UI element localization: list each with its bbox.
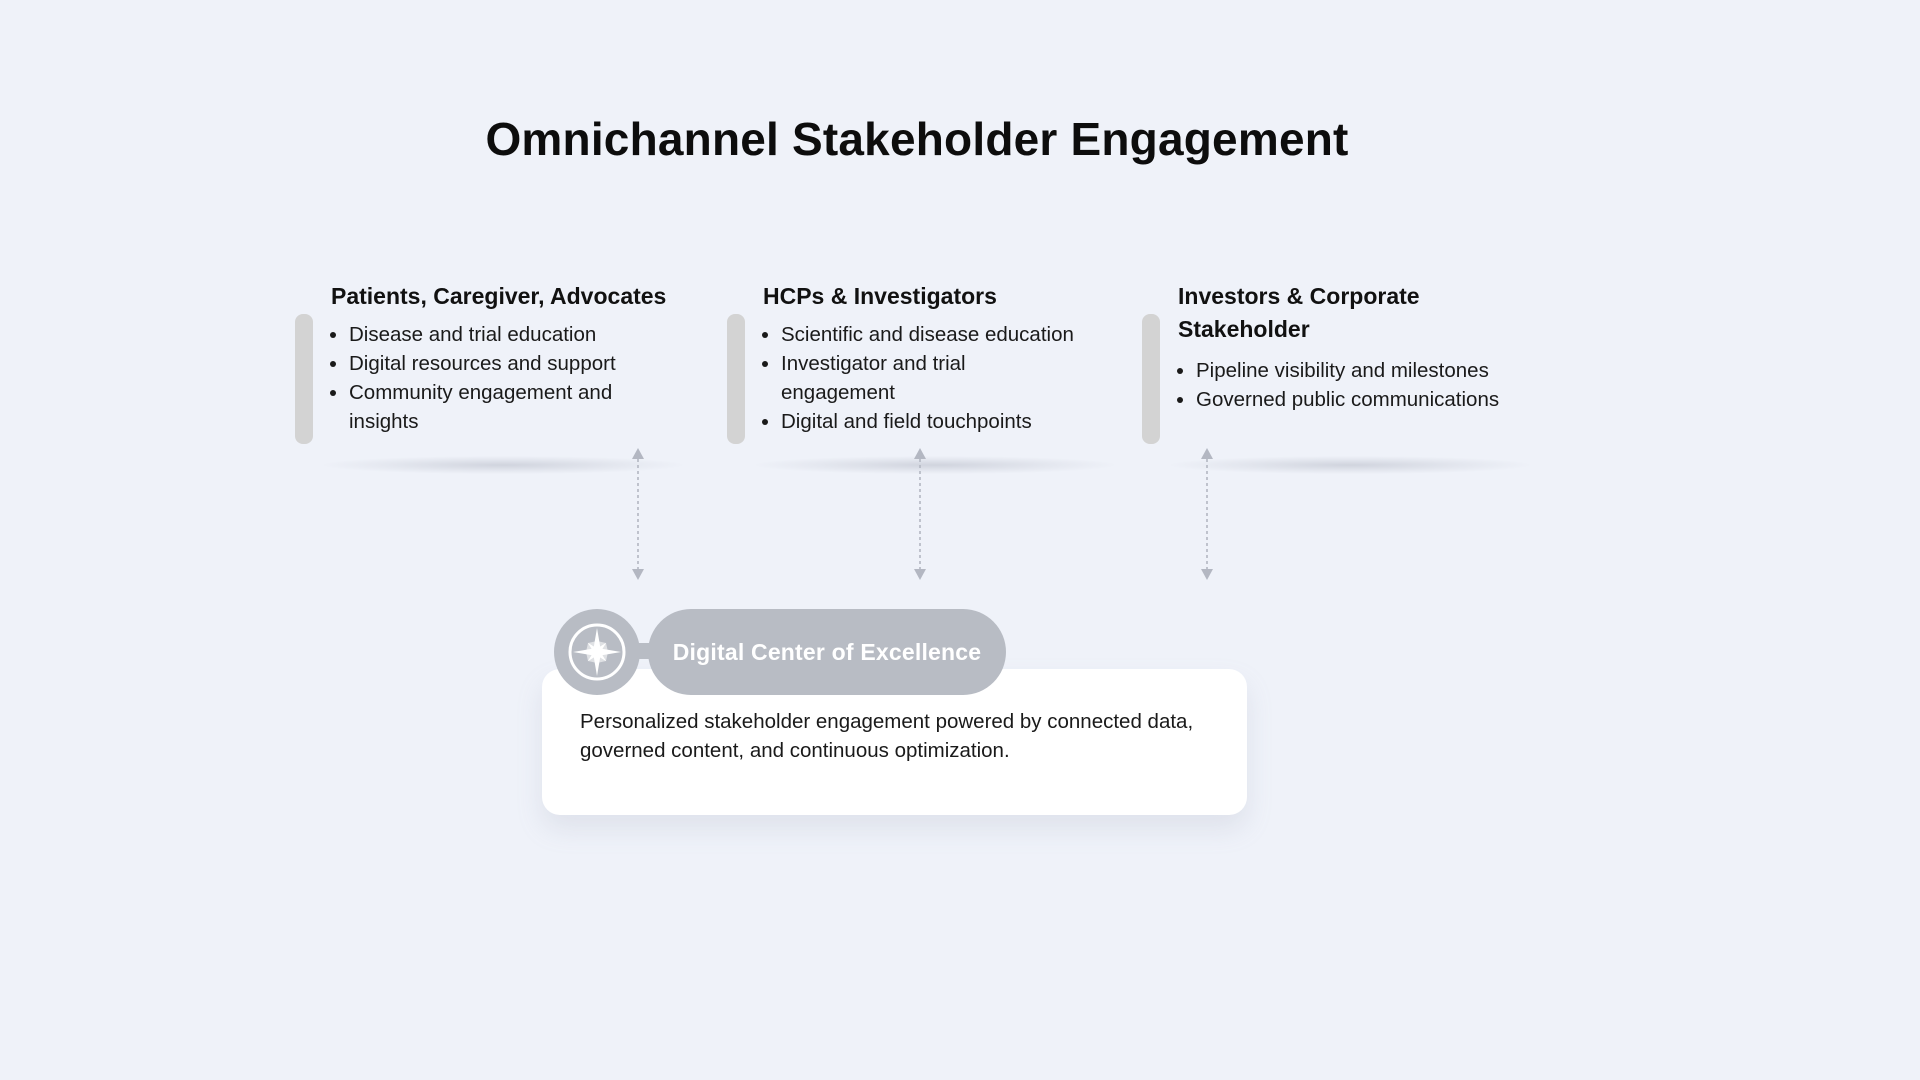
card-accent-bar xyxy=(727,314,745,444)
list-item: Scientific and disease education xyxy=(781,320,1111,349)
card-accent-bar xyxy=(1142,314,1160,444)
center-label: Digital Center of Excellence xyxy=(672,638,982,665)
page-title: Omnichannel Stakeholder Engagement xyxy=(485,113,1349,165)
bidirectional-connector xyxy=(1201,448,1213,580)
list-item: Investigator and trial engagement xyxy=(781,349,1111,407)
list-item: Disease and trial education xyxy=(349,320,669,349)
card-shadow xyxy=(323,456,683,474)
center-description: Personalized stakeholder engagement powe… xyxy=(580,710,1194,762)
bidirectional-connector xyxy=(914,448,926,580)
list-item: Community engagement and insights xyxy=(349,378,669,436)
card-heading: Investors & Corporate Stakeholder xyxy=(1178,283,1420,342)
list-item: Digital resources and support xyxy=(349,349,669,378)
card-bullet-list: Scientific and disease education Investi… xyxy=(763,320,1111,436)
card-shadow xyxy=(755,456,1115,474)
card-bullet-list: Pipeline visibility and milestones Gover… xyxy=(1178,356,1536,414)
card-bullet-list: Disease and trial education Digital reso… xyxy=(331,320,669,436)
list-item: Digital and field touchpoints xyxy=(781,407,1111,436)
bidirectional-connector xyxy=(632,448,644,580)
card-heading: Patients, Caregiver, Advocates xyxy=(331,283,667,309)
center-label-pill: Digital Center of Excellence xyxy=(648,609,1006,695)
list-item: Pipeline visibility and milestones xyxy=(1196,356,1536,385)
card-accent-bar xyxy=(295,314,313,444)
center-icon-badge xyxy=(554,609,640,695)
list-item: Governed public communications xyxy=(1196,385,1536,414)
card-shadow xyxy=(1170,456,1530,474)
card-heading: HCPs & Investigators xyxy=(763,283,997,309)
compass-star-icon xyxy=(568,623,626,681)
